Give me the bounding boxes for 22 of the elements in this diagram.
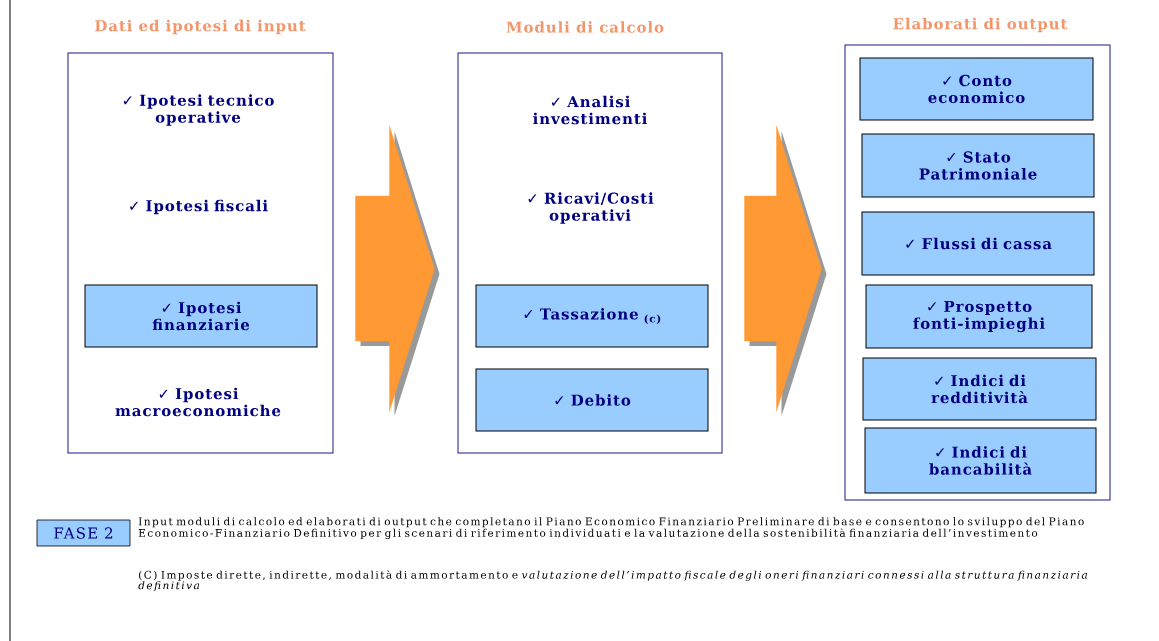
block-arrow: [355, 125, 440, 416]
note-text: Input moduli di calcolo ed elaborati di output che completano il Piano Economico Finanziario Preliminare di base e consentono lo sviluppo del Piano Economico-Finanziario Definitivo per gli scenari di riferimento individuati e la valutazione della sostenibilità finanziaria dell’investimento: [138, 517, 1084, 540]
item-box: ✓ Prospetto fonti-impieghi: [865, 284, 1093, 349]
item-box: ✓ Indici di redditività: [862, 357, 1097, 421]
item-box: ✓ Indici di bancabilità: [864, 427, 1097, 494]
block-arrow: [744, 125, 827, 416]
item-text: ✓ Ipotesi fiscali: [130, 199, 268, 215]
phase-box: FASE 2: [36, 519, 131, 547]
panel-heading: Moduli di calcolo: [506, 21, 664, 33]
panel-heading: Elaborati di output: [893, 17, 1068, 33]
note-text: (C) Imposte dirette, indirette, modalità di ammortamento e valutazione dell’impatto fiscale degli oneri finanziari connessi alla struttura finanziaria definitiva: [138, 570, 1087, 592]
item-text: ✓ Ipotesi macroeconomiche: [115, 387, 281, 417]
item-box: ✓ Ipotesi finanziarie: [84, 284, 318, 348]
item-text: ✓ Ricavi/Costi operativi: [528, 192, 654, 224]
item-box: ✓ Flussi di cassa: [861, 211, 1095, 276]
item-box: ✓ Debito: [475, 368, 709, 432]
item-box: ✓ Tassazione $_{(c)}$: [475, 284, 709, 348]
item-text: ✓ Analisi investimenti: [533, 95, 647, 125]
item-box: ✓ Stato Patrimoniale: [861, 133, 1095, 198]
item-text: ✓ Ipotesi tecnico operative: [123, 94, 274, 126]
item-box: ✓ Conto economico: [859, 57, 1094, 121]
panel-heading: Dati ed ipotesi di input: [95, 19, 306, 35]
